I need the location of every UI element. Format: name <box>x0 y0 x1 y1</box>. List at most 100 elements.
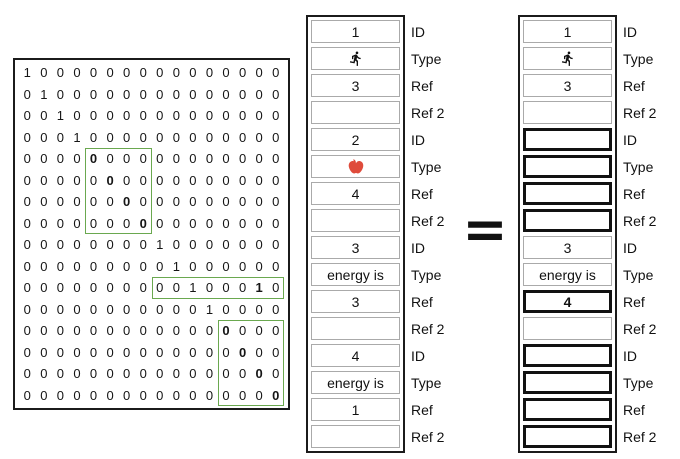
matrix-cell: 0 <box>106 323 114 339</box>
matrix-cell: 0 <box>89 108 98 124</box>
matrix-cell: 0 <box>189 129 197 145</box>
matrix-cell: 0 <box>255 151 263 167</box>
matrix-cell: 0 <box>73 258 81 274</box>
matrix-cell: 0 <box>189 194 197 210</box>
matrix-cell: 0 <box>222 215 230 231</box>
matrix-cell: 0 <box>172 194 180 210</box>
matrix-cell: 0 <box>189 387 197 403</box>
record-box: energy is <box>311 371 400 394</box>
record-box <box>523 209 612 232</box>
matrix-cell: 0 <box>40 280 48 296</box>
matrix-cell: 0 <box>156 301 164 317</box>
record-box: energy is <box>311 263 400 286</box>
matrix-cell: 0 <box>238 108 247 124</box>
matrix-cell: 0 <box>255 129 263 145</box>
matrix-cell: 0 <box>238 366 247 382</box>
matrix-cell: 0 <box>255 258 263 274</box>
matrix-cell: 0 <box>89 366 98 382</box>
matrix-cell: 0 <box>73 86 81 102</box>
matrix-cell: 0 <box>123 172 131 188</box>
record-box <box>523 425 612 448</box>
matrix-cell: 1 <box>255 280 263 296</box>
matrix-cell: 0 <box>172 366 180 382</box>
matrix-cell: 0 <box>73 151 81 167</box>
matrix-cell: 0 <box>205 108 214 124</box>
matrix-cell: 0 <box>172 86 180 102</box>
matrix-cell: 0 <box>189 366 197 382</box>
matrix-cell: 0 <box>40 129 48 145</box>
matrix-cell: 0 <box>23 323 31 339</box>
matrix-cell: 0 <box>255 301 263 317</box>
matrix-cell: 0 <box>123 301 131 317</box>
record-box: 3 <box>311 290 400 313</box>
field-label: ID <box>623 347 637 364</box>
record-box <box>311 425 400 448</box>
matrix-cell: 0 <box>222 129 230 145</box>
matrix-cell: 0 <box>172 344 180 360</box>
matrix-cell: 0 <box>123 366 131 382</box>
matrix-cell: 0 <box>139 387 147 403</box>
matrix-cell: 0 <box>56 194 65 210</box>
matrix-cell: 0 <box>89 172 98 188</box>
matrix-cell: 0 <box>23 194 31 210</box>
matrix-cell: 0 <box>139 194 147 210</box>
matrix-cell: 0 <box>73 172 81 188</box>
matrix-cell: 0 <box>139 172 147 188</box>
matrix-cell: 0 <box>255 237 263 253</box>
matrix-cell: 0 <box>272 86 280 102</box>
matrix-cell: 0 <box>73 215 81 231</box>
matrix-cell: 0 <box>123 387 131 403</box>
matrix-cell: 0 <box>56 86 65 102</box>
matrix-cell: 0 <box>272 194 280 210</box>
matrix-cell: 0 <box>205 344 214 360</box>
matrix-cell: 0 <box>222 237 230 253</box>
matrix-cell: 0 <box>172 108 180 124</box>
matrix-cell: 0 <box>222 258 230 274</box>
matrix-cell: 1 <box>172 258 180 274</box>
matrix-cell: 0 <box>255 323 263 339</box>
matrix-cell: 0 <box>40 65 48 81</box>
matrix-cell: 0 <box>40 151 48 167</box>
field-label: ID <box>411 347 425 364</box>
matrix-cell: 0 <box>56 366 65 382</box>
matrix-cell: 0 <box>56 301 65 317</box>
matrix-cell: 0 <box>106 301 114 317</box>
matrix-cell: 0 <box>189 215 197 231</box>
matrix-cell: 0 <box>156 258 164 274</box>
matrix-cell: 0 <box>139 301 147 317</box>
matrix-cell: 0 <box>172 280 180 296</box>
matrix-cell: 0 <box>56 65 65 81</box>
matrix-cell: 0 <box>56 129 65 145</box>
matrix-cell: 0 <box>40 108 48 124</box>
record-box <box>523 101 612 124</box>
matrix-cell: 0 <box>139 280 147 296</box>
field-label: Type <box>623 374 654 391</box>
matrix-cell: 0 <box>23 86 31 102</box>
matrix-cell: 0 <box>172 387 180 403</box>
matrix-cell: 0 <box>123 258 131 274</box>
field-label: Ref <box>411 185 433 202</box>
matrix-cell: 0 <box>23 258 31 274</box>
matrix-cell: 0 <box>89 280 98 296</box>
matrix-cell: 0 <box>238 258 247 274</box>
matrix-cell: 0 <box>89 129 98 145</box>
field-label: Type <box>411 158 442 175</box>
matrix-cell: 0 <box>189 258 197 274</box>
matrix-cell: 0 <box>40 323 48 339</box>
matrix-cell: 0 <box>189 301 197 317</box>
matrix-cell: 1 <box>205 301 214 317</box>
matrix-cell: 1 <box>189 280 197 296</box>
matrix-cell: 0 <box>189 172 197 188</box>
matrix-cell: 0 <box>272 366 280 382</box>
matrix-cell: 0 <box>156 65 164 81</box>
field-label: Ref 2 <box>623 428 657 445</box>
matrix-cell: 0 <box>56 323 65 339</box>
matrix-cell: 0 <box>123 65 131 81</box>
matrix-cell: 0 <box>40 215 48 231</box>
record-box <box>523 317 612 340</box>
matrix-cell: 0 <box>238 344 247 360</box>
field-label: Ref <box>623 293 645 310</box>
matrix-cell: 0 <box>205 129 214 145</box>
matrix-cell: 0 <box>106 65 114 81</box>
